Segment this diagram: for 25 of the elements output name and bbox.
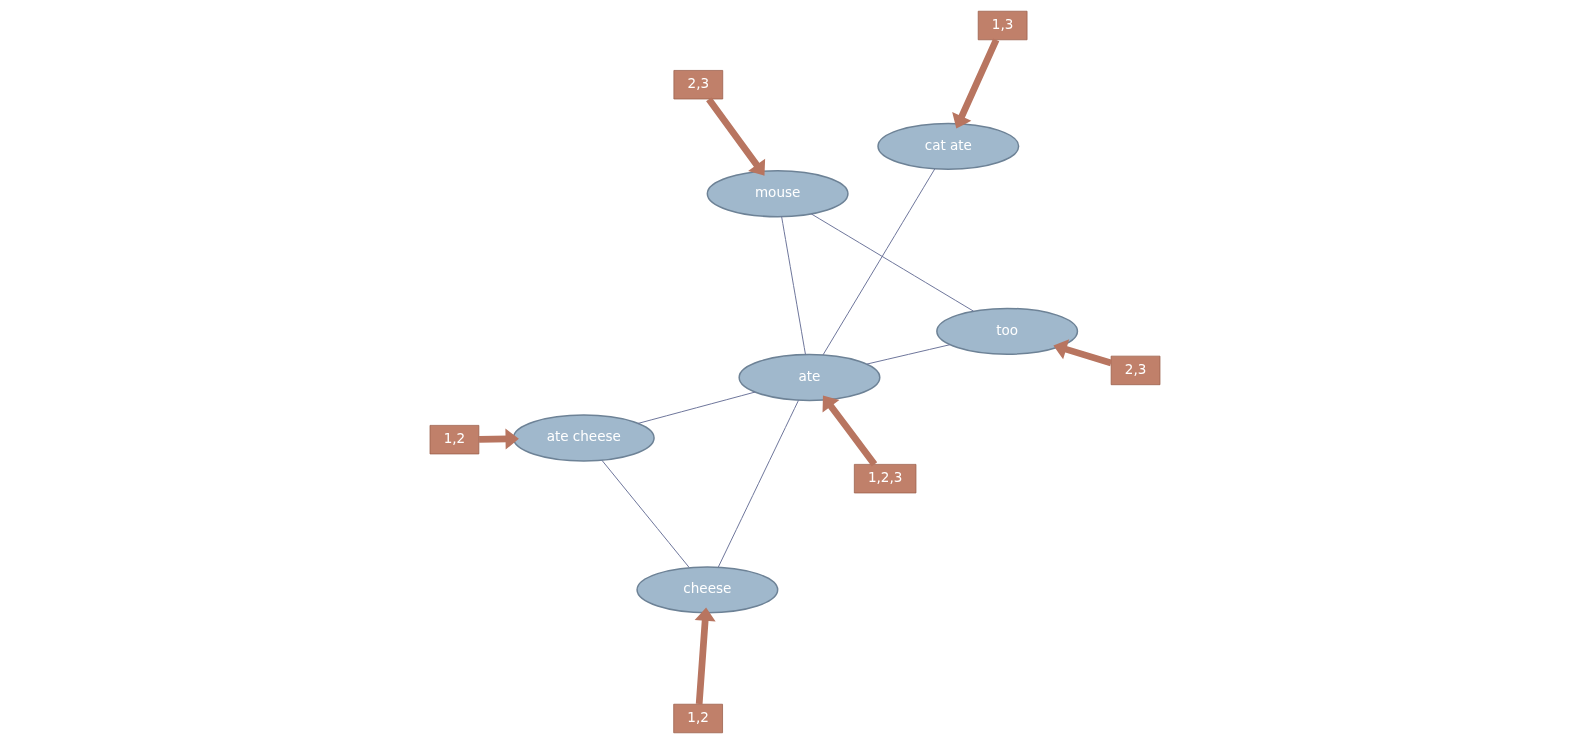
node-ellipse: cheese: [635, 566, 778, 614]
node-box: 2,3: [673, 70, 723, 100]
node-box: 1,2,3: [853, 464, 916, 494]
node-ellipse: mouse: [706, 170, 849, 218]
connector: [865, 344, 950, 365]
node-ellipse: too: [935, 307, 1078, 356]
arrow: [1052, 339, 1112, 367]
arrow: [822, 395, 877, 467]
connector: [600, 459, 690, 568]
node-ellipse: ate cheese: [512, 414, 655, 462]
connector: [810, 213, 974, 312]
node-box: 2,3: [1110, 355, 1160, 386]
node-box: 1,2: [429, 425, 479, 455]
node-ellipse: cat ate: [876, 122, 1019, 171]
node-box: 1,3: [977, 10, 1027, 41]
connector: [637, 391, 755, 424]
node-box: 1,2: [672, 703, 723, 734]
arrow: [478, 428, 519, 450]
arrow: [705, 97, 765, 176]
arrow: [694, 607, 716, 705]
connector: [780, 216, 806, 356]
node-ellipse: ate: [737, 353, 880, 402]
connector: [822, 168, 935, 356]
connector: [717, 399, 799, 568]
arrow: [951, 38, 999, 129]
